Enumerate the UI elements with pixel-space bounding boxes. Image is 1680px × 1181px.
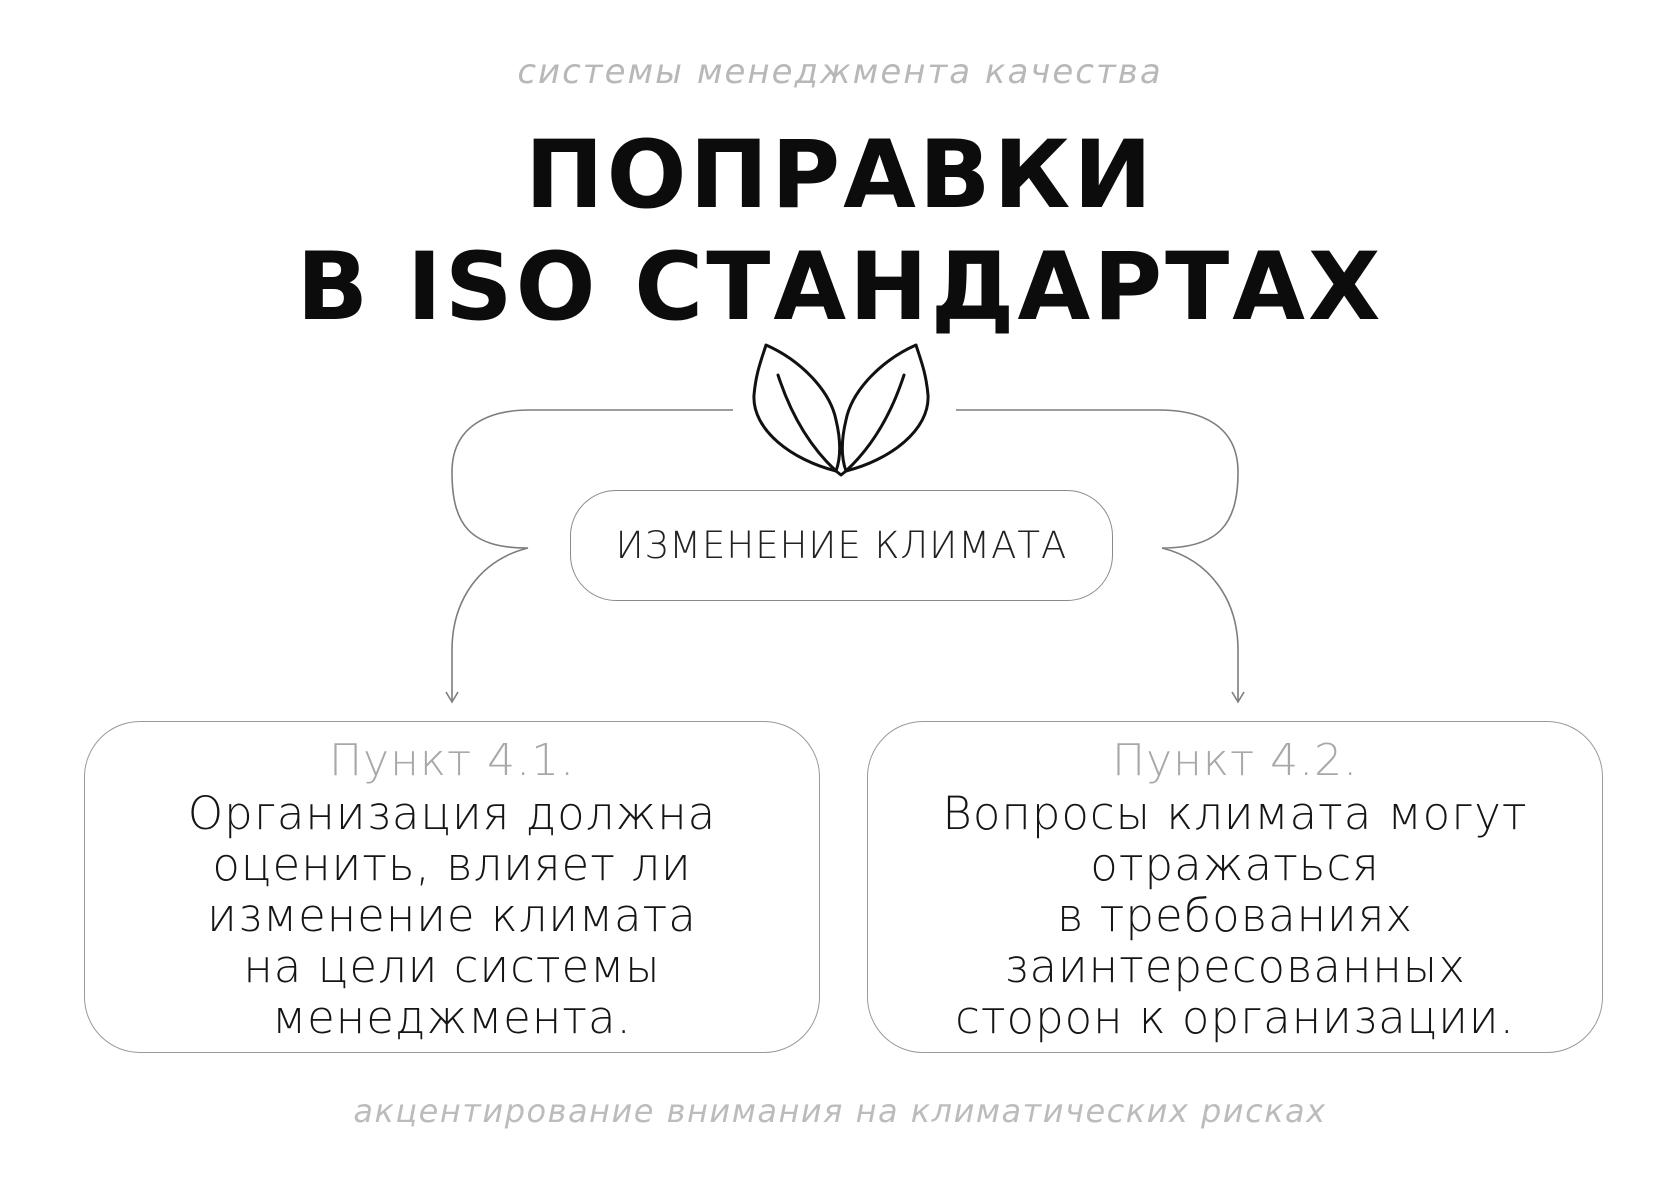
clause-4-2-line: в требованиях: [1057, 889, 1413, 942]
footer-caption: акцентирование внимания на климатических…: [353, 1092, 1327, 1130]
clause-4-1-line: оценить, влияет ли: [212, 838, 692, 891]
title-line-1: ПОПРАВКИ: [524, 121, 1156, 230]
left-arrow-head: [445, 691, 459, 704]
page-title: ПОПРАВКИ В ISO СТАНДАРТАХ: [0, 120, 1680, 344]
header-subtitle: системы менеджмента качества: [517, 52, 1163, 92]
clause-4-1-line: изменение климата: [207, 889, 697, 942]
clause-4-1-line: Организация должна: [187, 787, 717, 840]
clause-4-1-line: на цели системы: [243, 940, 661, 993]
clause-4-2-heading: Пункт 4.2.: [1111, 735, 1359, 786]
climate-change-node: ИЗМЕНЕНИЕ КЛИМАТА: [570, 490, 1113, 601]
clause-4-2-line: отражаться: [1090, 838, 1380, 891]
leaves-icon: [752, 343, 930, 477]
left-brace-line: [451, 409, 733, 700]
clause-4-1-heading: Пункт 4.1.: [328, 735, 576, 786]
right-arrow-head: [1231, 691, 1245, 704]
clause-4-1-line: менеджмента.: [272, 991, 632, 1044]
clause-4-2-card: Пункт 4.2. Вопросы климата могут отражат…: [867, 721, 1603, 1053]
clause-4-2-line: сторон к организации.: [955, 991, 1515, 1044]
right-brace-line: [956, 409, 1239, 700]
clause-4-1-card: Пункт 4.1. Организация должна оценить, в…: [84, 721, 820, 1053]
clause-4-2-line: заинтересованных: [1004, 940, 1466, 993]
clause-4-2-line: Вопросы климата могут: [942, 787, 1528, 840]
title-line-2: В ISO СТАНДАРТАХ: [296, 233, 1384, 342]
